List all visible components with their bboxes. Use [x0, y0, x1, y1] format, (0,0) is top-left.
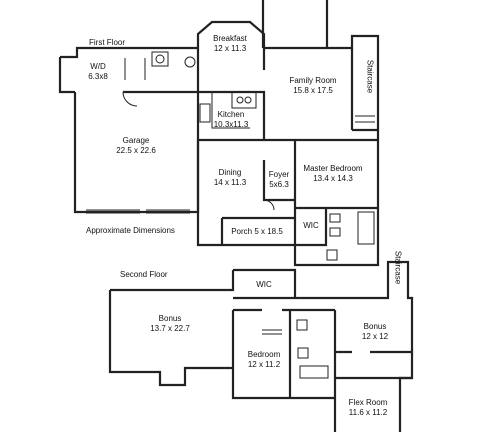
room-dims: 13.7 x 22.7 [150, 324, 190, 333]
room-foyer: Foyer 5x6.3 [269, 170, 289, 190]
room-name: Porch 5 x 18.5 [231, 227, 283, 236]
room-dims: 5x6.3 [269, 180, 289, 189]
second-floor-walls [108, 260, 414, 432]
room-dims: 11.6 x 11.2 [348, 408, 388, 417]
room-name: WIC [303, 221, 319, 230]
room-bonus-left: Bonus 13.7 x 22.7 [150, 314, 190, 334]
room-dims: 12 x 12 [361, 332, 389, 341]
room-name: Bedroom [247, 350, 281, 359]
room-dims: 14 x 11.3 [213, 178, 247, 187]
room-staircase-second: Staircase [393, 250, 403, 285]
room-dims: 15.8 x 17.5 [293, 86, 333, 95]
room-wic-second: WIC [256, 280, 272, 290]
room-name: Garage [122, 136, 150, 145]
first-floor-walls [58, 0, 380, 267]
room-dims: 12 x 11.2 [247, 360, 281, 369]
room-bedroom: Bedroom 12 x 11.2 [248, 350, 280, 370]
room-master-bedroom: Master Bedroom 13.4 x 14.3 [303, 164, 362, 184]
room-family: Family Room 15.8 x 17.5 [289, 76, 336, 96]
room-dims: 12 x 11.3 [213, 44, 247, 53]
room-porch: Porch 5 x 18.5 [231, 227, 283, 237]
room-breakfast: Breakfast 12 x 11.3 [213, 34, 247, 54]
room-name: WIC [256, 280, 272, 289]
room-name: Bonus [363, 322, 387, 331]
room-dims: 13.4 x 14.3 [313, 174, 353, 183]
room-name: Dining [218, 168, 242, 177]
room-name: W/D [90, 62, 106, 71]
room-dims: 22.5 x 22.6 [116, 146, 156, 155]
room-wd: W/D 6.3x8 [88, 62, 108, 82]
room-name: Breakfast [213, 34, 247, 43]
room-wic-first: WIC [303, 221, 319, 231]
room-dims: 10.3x11.3 [213, 120, 249, 129]
dimensions-note: Approximate Dimensions [86, 226, 175, 235]
room-name: Flex Room [348, 398, 388, 407]
room-garage: Garage 22.5 x 22.6 [116, 136, 156, 156]
room-name: Bonus [158, 314, 182, 323]
room-name: Family Room [289, 76, 337, 85]
room-name: Foyer [268, 170, 290, 179]
room-dining: Dining 14 x 11.3 [214, 168, 246, 188]
room-bonus-right: Bonus 12 x 12 [362, 322, 388, 342]
second-floor-label: Second Floor [120, 270, 168, 279]
room-flex: Flex Room 11.6 x 11.2 [349, 398, 388, 418]
room-dims: 6.3x8 [88, 72, 108, 81]
room-staircase-first: Staircase [365, 59, 375, 94]
room-name: Master Bedroom [303, 164, 363, 173]
room-kitchen: Kitchen 10.3x11.3 [214, 110, 249, 130]
room-name: Kitchen [217, 110, 245, 119]
first-floor-label: First Floor [89, 38, 125, 47]
